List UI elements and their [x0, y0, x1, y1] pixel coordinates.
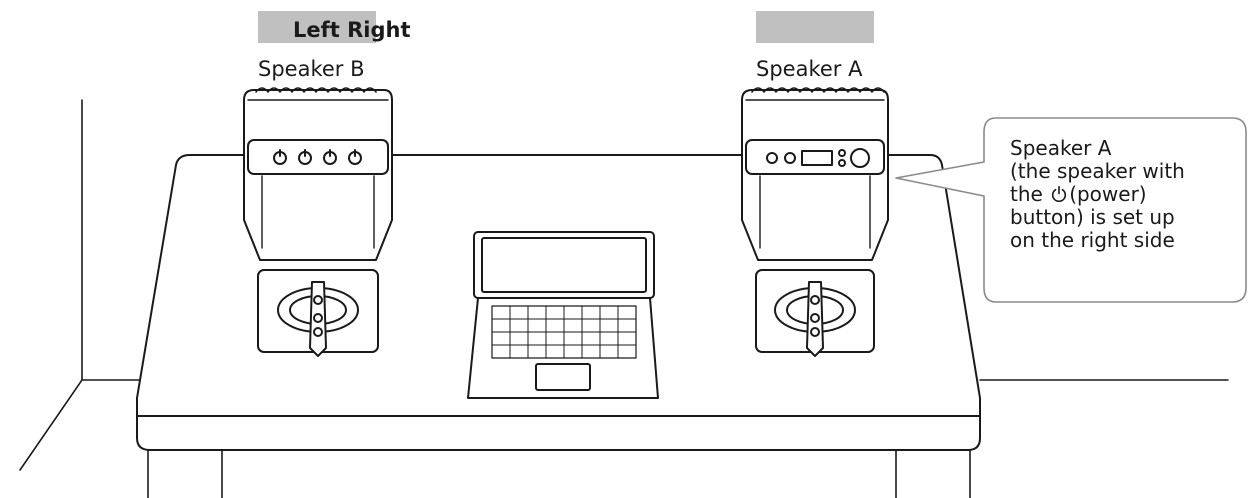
label-bar-right	[756, 11, 874, 43]
callout-line-3-after: (power)	[1069, 182, 1147, 206]
left-right-label: Left Right	[293, 18, 411, 42]
speaker-b	[243, 87, 393, 357]
callout-bubble	[895, 117, 1247, 303]
laptop-icon	[467, 231, 659, 399]
callout-line-3: the (power)	[1010, 183, 1240, 206]
callout-line-4: button) is set up	[1010, 205, 1175, 229]
callout-line-1: Speaker A	[1010, 136, 1112, 160]
power-icon	[1052, 185, 1067, 203]
speaker-b-label: Speaker B	[258, 57, 365, 81]
callout-line-2: (the speaker with	[1010, 159, 1185, 183]
label-bar-left	[258, 11, 376, 43]
room-lines	[19, 99, 1229, 498]
callout-text: Speaker A (the speaker with the (power) …	[1010, 137, 1240, 252]
callout-line-3-before: the	[1010, 182, 1043, 206]
callout-line-5: on the right side	[1010, 228, 1175, 252]
speaker-a	[741, 87, 889, 357]
speaker-a-label: Speaker A	[756, 57, 863, 81]
